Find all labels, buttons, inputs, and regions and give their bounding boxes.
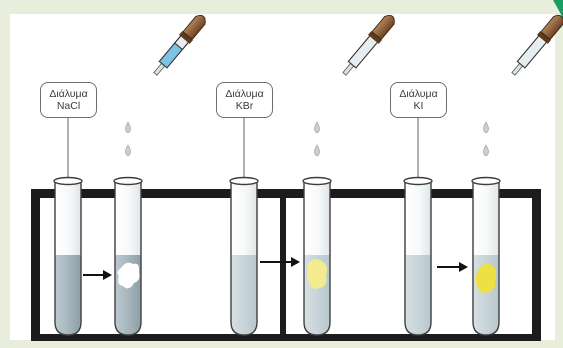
precipitate-yellow	[476, 264, 496, 293]
test-tube-icon	[472, 178, 500, 336]
test-tube-icon	[114, 178, 142, 336]
test-tube-icon	[404, 178, 432, 336]
rack-base	[31, 334, 541, 341]
label-ki-line2: KI	[414, 100, 424, 112]
test-tube-icon	[54, 178, 82, 336]
rack-left-post	[31, 189, 40, 341]
label-kbr-line2: KBr	[236, 100, 254, 112]
label-nacl-line1: Διάλυμα	[49, 88, 87, 100]
label-ki-line1: Διάλυμα	[399, 88, 437, 100]
label-nacl-solution: Διάλυμα NaCl	[40, 82, 97, 118]
precipitate-pale-yellow	[307, 259, 327, 289]
label-kbr-solution: Διάλυμα KBr	[216, 82, 273, 118]
label-ki-solution: Διάλυμα KI	[390, 82, 447, 118]
label-kbr-line1: Διάλυμα	[225, 88, 263, 100]
test-tube-icon	[230, 178, 258, 336]
rack-middle-post	[280, 189, 286, 341]
rack-right-post	[532, 189, 541, 341]
test-tube-icon	[303, 178, 331, 336]
label-nacl-line2: NaCl	[57, 100, 80, 112]
